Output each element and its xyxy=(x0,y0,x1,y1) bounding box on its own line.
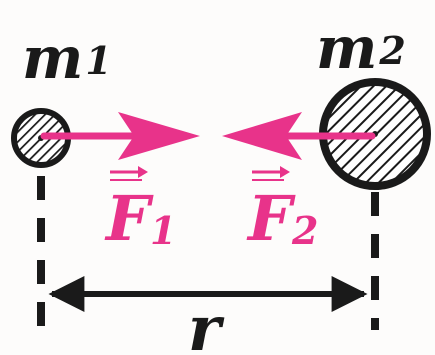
force-right-label: F2 xyxy=(246,166,318,255)
force-right-arrow xyxy=(222,112,376,160)
force-left-arrow xyxy=(40,112,200,160)
mass-left-label: m1 xyxy=(22,24,112,92)
svg-text:F1: F1 xyxy=(104,182,176,255)
distance-label: r xyxy=(188,292,225,355)
force-left-label: F1 xyxy=(104,166,176,255)
mass-right-label: m2 xyxy=(316,14,406,82)
svg-text:F2: F2 xyxy=(246,182,318,255)
